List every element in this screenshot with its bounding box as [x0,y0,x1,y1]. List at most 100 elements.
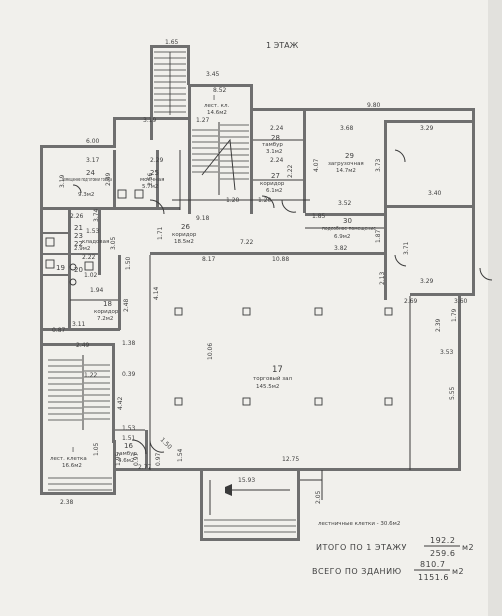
svg-text:4.6м2: 4.6м2 [118,458,134,464]
floor-total-label: ИТОГО ПО 1 ЭТАЖУ [316,543,407,552]
svg-text:I: I [213,94,215,102]
svg-text:3.71: 3.71 [403,241,410,255]
svg-text:2.56: 2.56 [147,172,154,186]
room-24: 24 помещение подготовки товара 9.3м2 [62,169,112,198]
svg-text:15.93: 15.93 [238,477,255,484]
room-16: 16 тамбур 4.6м2 [116,442,137,464]
svg-text:помещение подготовки товара: помещение подготовки товара [62,177,112,183]
svg-text:0.97: 0.97 [133,452,140,466]
svg-text:1.50: 1.50 [125,256,132,270]
svg-text:1.20: 1.20 [258,197,272,204]
building-total-top: 810.7 [420,560,445,569]
svg-text:1.71: 1.71 [157,226,164,240]
svg-text:28: 28 [271,134,280,142]
svg-text:2.13: 2.13 [379,271,386,285]
svg-text:3.05: 3.05 [110,236,117,250]
svg-text:5.7м2: 5.7м2 [142,184,158,190]
svg-text:2.49: 2.49 [76,342,90,349]
svg-text:4.14: 4.14 [153,286,160,300]
room-30: 30 подсобное помещение 6.9м2 [322,217,377,240]
svg-text:тамбур: тамбур [116,451,137,457]
stair-note: лестничные клетки - 30.6м2 [318,521,400,527]
svg-text:3.29: 3.29 [420,125,434,132]
floor-title: 1 ЭТАЖ [266,41,299,50]
svg-text:5.55: 5.55 [449,386,456,400]
svg-text:1.27: 1.27 [196,117,210,124]
svg-text:2.26: 2.26 [70,213,84,220]
svg-text:1.53: 1.53 [86,228,100,235]
svg-text:лест. клетка: лест. клетка [50,456,87,462]
svg-text:загрузочная: загрузочная [328,161,364,167]
floor-total-top: 192.2 [430,536,455,545]
svg-text:2.22: 2.22 [287,164,294,178]
svg-text:1.53: 1.53 [122,425,136,432]
svg-text:моечная: моечная [140,177,164,183]
room-21-number: 21 [74,224,83,232]
svg-text:тамбур: тамбур [262,142,283,148]
room-stair-upper: I лест. кл. 14.6м2 [204,94,229,116]
svg-text:2.77: 2.77 [138,464,152,471]
svg-text:16: 16 [124,442,133,450]
svg-text:3.68: 3.68 [340,125,354,132]
area-summary: лестничные клетки - 30.6м2 ИТОГО ПО 1 ЭТ… [312,521,474,582]
svg-text:3.19: 3.19 [143,117,157,124]
svg-text:2.24: 2.24 [270,125,284,132]
svg-text:4.42: 4.42 [117,396,124,410]
svg-text:1.87: 1.87 [375,229,382,243]
svg-text:0.39: 0.39 [122,371,136,378]
svg-text:7.22: 7.22 [240,239,254,246]
svg-text:145.5м2: 145.5м2 [256,384,279,390]
svg-text:I: I [72,446,74,454]
svg-text:1.54: 1.54 [177,448,184,462]
room-29: 29 загрузочная 14.7м2 [328,152,364,174]
svg-text:3.19: 3.19 [59,174,66,188]
svg-text:29: 29 [345,152,354,160]
room-23: 23 кладовая 2.9м2 [74,232,109,252]
svg-text:9.80: 9.80 [367,102,381,109]
svg-text:9.3м2: 9.3м2 [78,192,94,198]
room-22-number: 22 [74,240,83,248]
walls [40,45,475,541]
svg-text:7.2м2: 7.2м2 [97,316,113,322]
svg-text:1.65: 1.65 [165,39,179,46]
upper-left-stair [154,51,186,115]
svg-text:2.9м2: 2.9м2 [74,246,90,252]
svg-text:14.6м2: 14.6м2 [207,110,227,116]
svg-text:23: 23 [74,232,83,240]
svg-text:2.29: 2.29 [150,157,164,164]
svg-text:27: 27 [271,172,280,180]
svg-text:1.94: 1.94 [90,287,104,294]
floor-total-bottom: 259.6 [430,549,455,558]
doors [72,149,493,455]
svg-text:1.85: 1.85 [312,213,326,220]
svg-text:0.97: 0.97 [155,452,162,466]
svg-text:2.69: 2.69 [404,298,418,305]
svg-text:2.48: 2.48 [123,298,130,312]
svg-text:24: 24 [86,169,95,177]
room-25: 25 моечная 5.7м2 [140,169,164,190]
building-total-unit: м2 [452,567,464,576]
upper-stair-room [192,122,249,195]
room-27: 27 коридор 6.1м2 [260,172,285,194]
svg-text:3.11: 3.11 [72,321,86,328]
svg-text:25: 25 [150,169,159,177]
svg-text:подсобное помещение: подсобное помещение [322,226,377,232]
svg-text:18.5м2: 18.5м2 [174,239,194,245]
svg-text:1.02: 1.02 [84,272,98,279]
svg-text:2.22: 2.22 [82,254,96,261]
svg-text:4.07: 4.07 [313,158,320,172]
svg-text:6.00: 6.00 [86,138,100,145]
svg-text:коридор: коридор [94,309,119,315]
building-total-bottom: 1151.6 [418,573,449,582]
svg-text:1.95: 1.95 [115,452,122,466]
hall-columns [174,307,393,406]
svg-text:кладовая: кладовая [82,239,109,245]
svg-text:3.74: 3.74 [93,208,100,222]
svg-text:1.20: 1.20 [226,197,240,204]
building-total-label: ВСЕГО ПО ЗДАНИЮ [312,567,402,576]
svg-text:14.7м2: 14.7м2 [336,168,356,174]
svg-text:3.52: 3.52 [338,200,352,207]
partitions [70,139,411,500]
svg-text:3.1м2: 3.1м2 [266,149,282,155]
svg-text:12.75: 12.75 [282,456,299,463]
